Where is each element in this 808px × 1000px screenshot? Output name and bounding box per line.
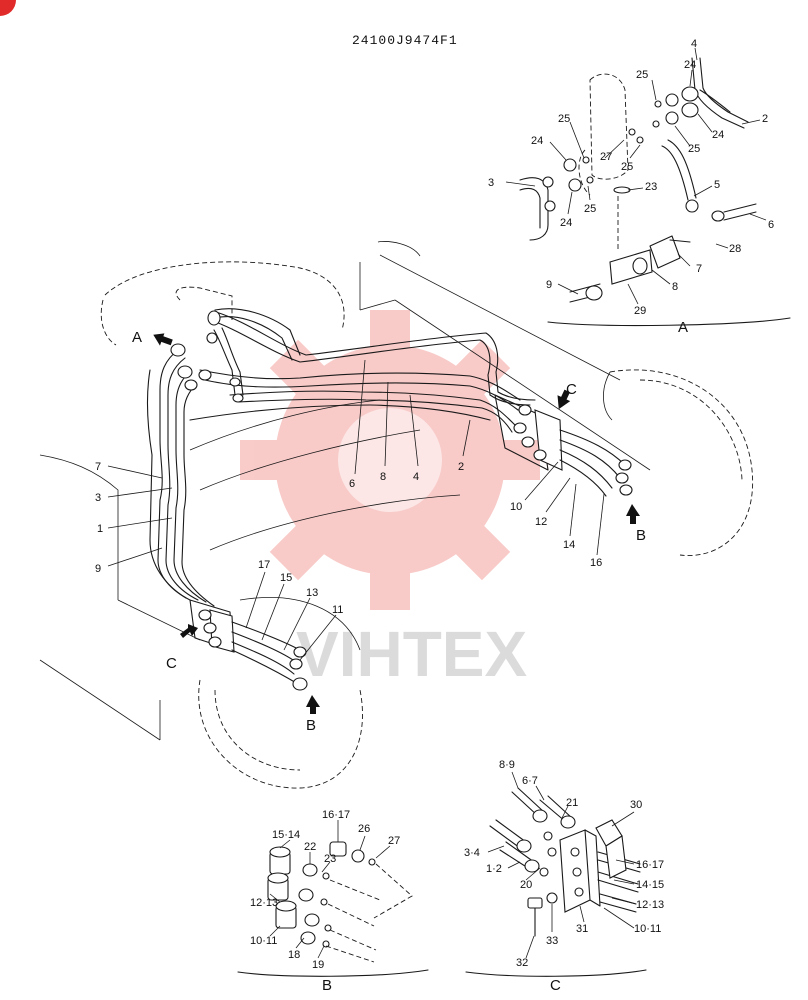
detail-c-label-14-15: 14·15 — [636, 879, 664, 891]
detail-c-label-6-7: 6·7 — [522, 775, 538, 787]
detail-b-label-27: 27 — [388, 835, 400, 847]
main-label-9: 9 — [95, 563, 101, 575]
detail-b-label-16-17: 16·17 — [322, 809, 350, 821]
detail-a-label-28: 28 — [729, 243, 741, 255]
view-arrow-c-left: C — [166, 624, 198, 672]
detail-b-label-23: 23 — [324, 853, 336, 865]
detail-a-label-2: 2 — [762, 113, 768, 125]
detail-a-label-23: 23 — [645, 181, 657, 193]
detail-c-label-1-2: 1·2 — [486, 863, 502, 875]
detail-a-label-4: 4 — [691, 38, 697, 50]
view-label-c-right: C — [566, 381, 577, 398]
detail-a-label-5: 5 — [714, 179, 720, 191]
detail-b-label-10-11: 10·11 — [250, 935, 277, 947]
main-label-2: 2 — [458, 461, 464, 473]
detail-c-label-21: 21 — [566, 797, 578, 809]
main-label-16: 16 — [590, 557, 602, 569]
detail-view-c: C 8·9 6·7 21 30 3·4 1·2 20 16·17 14·15 1… — [464, 759, 664, 994]
detail-b-label-19: 19 — [312, 959, 324, 971]
view-label-c-left: C — [166, 655, 177, 672]
detail-c-label-31: 31 — [576, 923, 588, 935]
detail-a-label-24b: 24 — [712, 129, 724, 141]
detail-c-view-label: C — [550, 977, 561, 994]
manifold-c-left — [189, 599, 308, 691]
detail-view-a: A 4 24 25 2 24 25 25 27 25 24 23 5 3 24 … — [488, 38, 791, 336]
detail-a-label-25a: 25 — [636, 69, 648, 81]
detail-b-view-label: B — [322, 977, 332, 994]
detail-a-label-29: 29 — [634, 305, 646, 317]
view-arrow-c-right: C — [557, 381, 577, 410]
view-label-b-left: B — [306, 717, 316, 734]
main-label-10: 10 — [510, 501, 522, 513]
detail-b-label-18: 18 — [288, 949, 300, 961]
detail-c-label-33: 33 — [546, 935, 558, 947]
detail-a-label-6: 6 — [768, 219, 774, 231]
view-arrow-b-right: B — [626, 504, 646, 544]
detail-a-label-9: 9 — [546, 279, 552, 291]
detail-a-label-24d: 24 — [560, 217, 572, 229]
main-label-6: 6 — [349, 478, 355, 490]
detail-a-label-27: 27 — [600, 151, 612, 163]
detail-b-label-15-14: 15·14 — [272, 829, 300, 841]
main-label-17: 17 — [258, 559, 270, 571]
corner-badge — [0, 0, 16, 16]
detail-c-label-16-17: 16·17 — [636, 859, 664, 871]
detail-c-label-20: 20 — [520, 879, 532, 891]
manifold-c-right — [494, 394, 633, 497]
detail-c-label-10-11: 10·11 — [634, 923, 661, 935]
main-label-7: 7 — [95, 461, 101, 473]
detail-a-label-25b: 25 — [688, 143, 700, 155]
detail-a-label-8: 8 — [672, 281, 678, 293]
detail-c-label-3-4: 3·4 — [464, 847, 480, 859]
main-label-4: 4 — [413, 471, 419, 483]
detail-c-label-8-9: 8·9 — [499, 759, 515, 771]
main-label-12: 12 — [535, 516, 547, 528]
detail-a-label-3: 3 — [488, 177, 494, 189]
detail-a-view-label: A — [678, 319, 688, 336]
watermark-logo: VIHTEX — [240, 310, 540, 690]
main-label-14: 14 — [563, 539, 575, 551]
view-label-a-main: A — [132, 329, 142, 346]
detail-c-label-32: 32 — [516, 957, 528, 969]
detail-c-label-12-13: 12·13 — [636, 899, 664, 911]
detail-a-label-7: 7 — [696, 263, 702, 275]
detail-a-label-25c: 25 — [558, 113, 570, 125]
main-assembly: A C B C B 7 3 1 9 6 8 4 2 10 12 14 16 17 — [39, 241, 754, 789]
view-arrow-b-left: B — [306, 695, 320, 734]
main-label-8: 8 — [380, 471, 386, 483]
detail-b-label-12-13: 12·13 — [250, 897, 278, 909]
drawing-code: 24100J9474F1 — [352, 33, 458, 48]
detail-a-label-24a: 24 — [684, 59, 696, 71]
watermark-text: VIHTEX — [296, 618, 527, 690]
detail-view-b: B 16·17 26 27 15·14 22 23 12·13 10·11 18… — [237, 809, 429, 994]
detail-b-label-26: 26 — [358, 823, 370, 835]
detail-a-label-24c: 24 — [531, 135, 543, 147]
detail-b-label-22: 22 — [304, 841, 316, 853]
main-label-13: 13 — [306, 587, 318, 599]
detail-a-label-25d: 25 — [621, 161, 633, 173]
detail-c-label-30: 30 — [630, 799, 642, 811]
main-label-1: 1 — [97, 523, 103, 535]
main-label-15: 15 — [280, 572, 292, 584]
main-label-11: 11 — [332, 604, 343, 616]
view-arrow-a: A — [132, 329, 173, 346]
main-label-3: 3 — [95, 492, 101, 504]
view-label-b-right: B — [636, 527, 646, 544]
detail-a-label-25e: 25 — [584, 203, 596, 215]
